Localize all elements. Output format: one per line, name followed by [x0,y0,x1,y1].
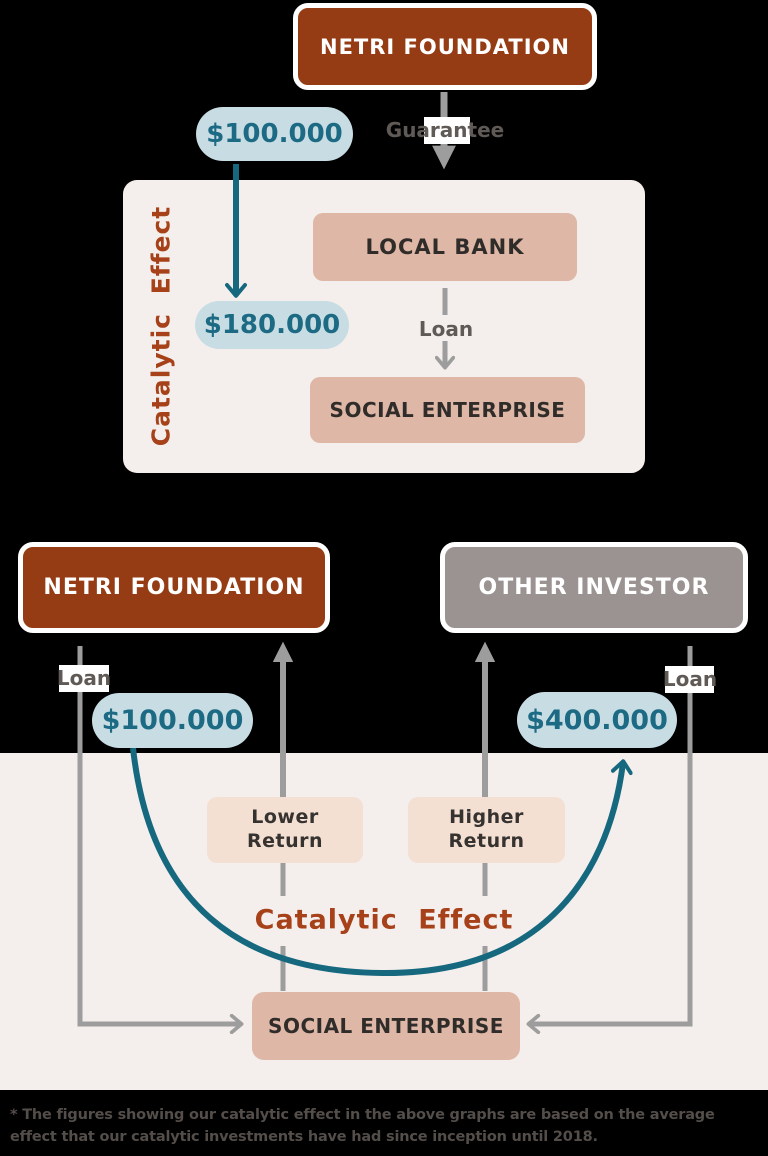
social-enterprise-box-top: SOCIAL ENTERPRISE [310,377,585,443]
other-investor-box: OTHER INVESTOR [440,542,748,633]
higher-return-label: Higher Return [448,806,525,852]
local-bank-box: LOCAL BANK [313,213,577,281]
social-enterprise-label: SOCIAL ENTERPRISE [329,398,566,422]
guarantee-amount-value: $100.000 [206,119,343,149]
guarantee-label: Guarantee [385,118,505,142]
other-amount-value: $400.000 [526,704,668,736]
catalytic-effect-heading: Catalytic Effect [254,904,514,936]
footnote-text: * The figures showing our catalytic effe… [10,1107,715,1145]
loan-label-top: Loan [418,317,474,341]
loan-label-right: Loan [662,667,718,691]
netri-amount-value: $100.000 [101,705,244,736]
loan-label-left: Loan [56,666,112,690]
netri-foundation-label: NETRI FOUNDATION [43,575,305,600]
netri-foundation-box-bottom: NETRI FOUNDATION [18,542,330,633]
other-amount-pill: $400.000 [517,692,677,748]
lower-return-label: Lower Return [246,806,324,852]
leveraged-amount-value: $180.000 [203,310,341,340]
catalytic-effect-vertical-label: Catalytic Effect [146,205,176,447]
other-investor-label: OTHER INVESTOR [478,575,710,600]
higher-return-box: Higher Return [408,797,565,863]
guarantee-amount-pill: $100.000 [196,107,353,161]
netri-foundation-label: NETRI FOUNDATION [320,34,570,59]
leveraged-amount-pill: $180.000 [195,301,349,349]
netri-amount-pill: $100.000 [92,693,253,748]
social-enterprise-label: SOCIAL ENTERPRISE [268,1014,504,1038]
local-bank-label: LOCAL BANK [365,235,525,259]
social-enterprise-box-bottom: SOCIAL ENTERPRISE [252,992,520,1060]
netri-foundation-box-top: NETRI FOUNDATION [293,3,597,90]
lower-return-box: Lower Return [207,797,363,863]
